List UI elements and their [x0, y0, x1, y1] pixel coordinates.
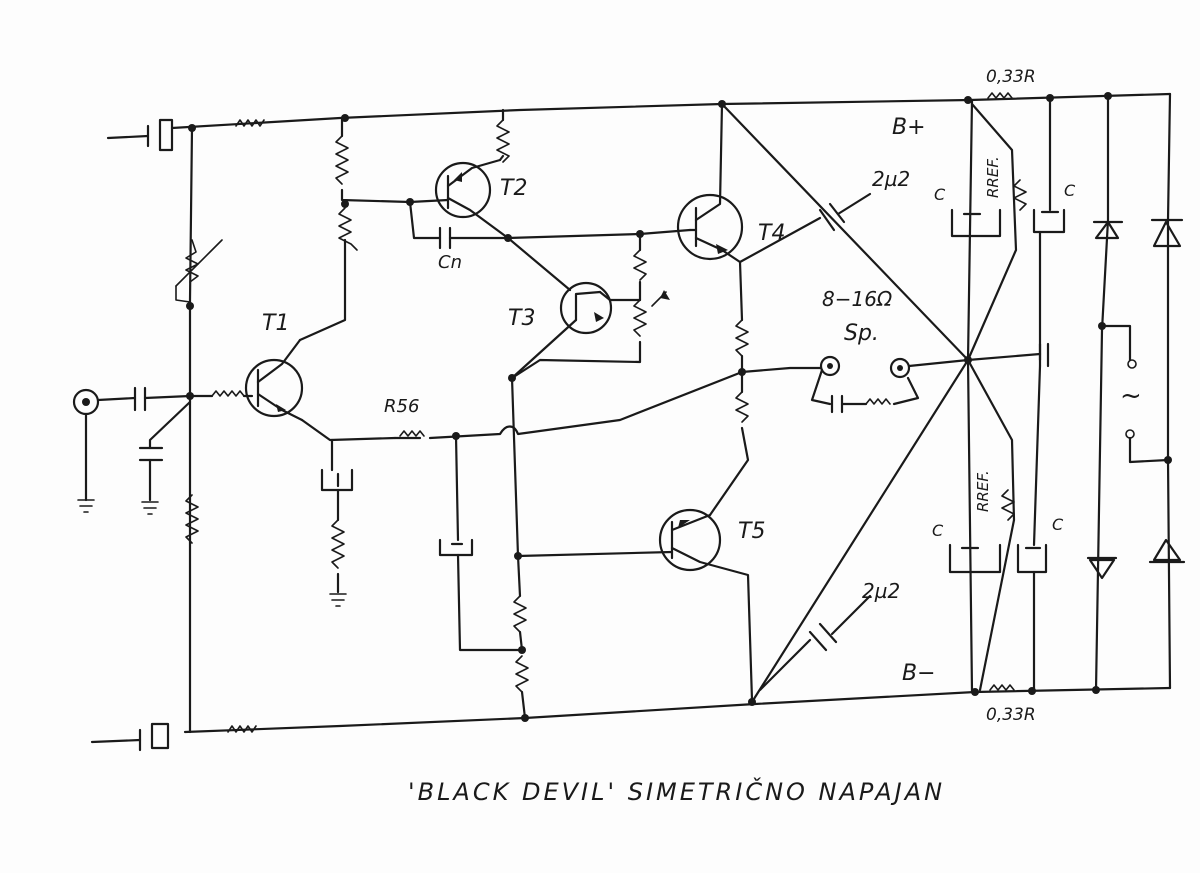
transistor-t5 [514, 508, 756, 706]
label-transformer: ~ [1120, 381, 1142, 411]
transistor-t4 [676, 100, 750, 517]
label-cap-bottom: 2µ2 [862, 579, 900, 603]
label-r-top: 0,33R [986, 67, 1036, 87]
label-c-top-left: C [934, 185, 946, 204]
transistor-t3 [508, 232, 670, 382]
bias-chain [510, 376, 529, 722]
label-t5: T5 [738, 519, 765, 544]
label-t4: T4 [758, 221, 785, 246]
output-network [720, 98, 1018, 704]
label-c-bottom-right: C [1052, 515, 1064, 534]
label-c-bottom-left: C [932, 521, 944, 540]
cn-capacitor [406, 198, 512, 250]
diagram-title: 'BLACK DEVIL' SIMETRIČNO NAPAJAN [408, 776, 945, 806]
label-t3: T3 [508, 306, 535, 331]
label-c-top-right: C [1064, 181, 1076, 200]
label-rref-top: RREF. [984, 156, 1002, 198]
r56-feedback [393, 370, 744, 652]
label-rref-bottom: RREF. [974, 470, 992, 512]
transistor-t1 [244, 238, 397, 607]
label-speaker-impedance: 8−16Ω [822, 287, 893, 311]
transistor-t2 [434, 108, 510, 240]
label-b-plus: B+ [892, 115, 926, 140]
input-section [72, 124, 254, 734]
t1-collector-resistor [335, 114, 450, 251]
label-t2: T2 [500, 176, 527, 201]
bottom-supply-rail [90, 686, 1172, 752]
speaker-output [740, 342, 1050, 414]
top-supply-rail [106, 92, 1172, 152]
label-t1: T1 [262, 311, 289, 336]
label-cn: Cn [438, 252, 462, 273]
driver-line [506, 228, 692, 292]
right-filter-section [948, 92, 1112, 696]
bridge-rectifier [1086, 92, 1186, 692]
label-r56: R56 [384, 396, 419, 417]
label-r-bottom: 0,33R [986, 705, 1036, 725]
label-b-minus: B− [902, 661, 936, 686]
label-cap-top: 2µ2 [872, 167, 910, 191]
label-speaker: Sp. [844, 321, 879, 346]
